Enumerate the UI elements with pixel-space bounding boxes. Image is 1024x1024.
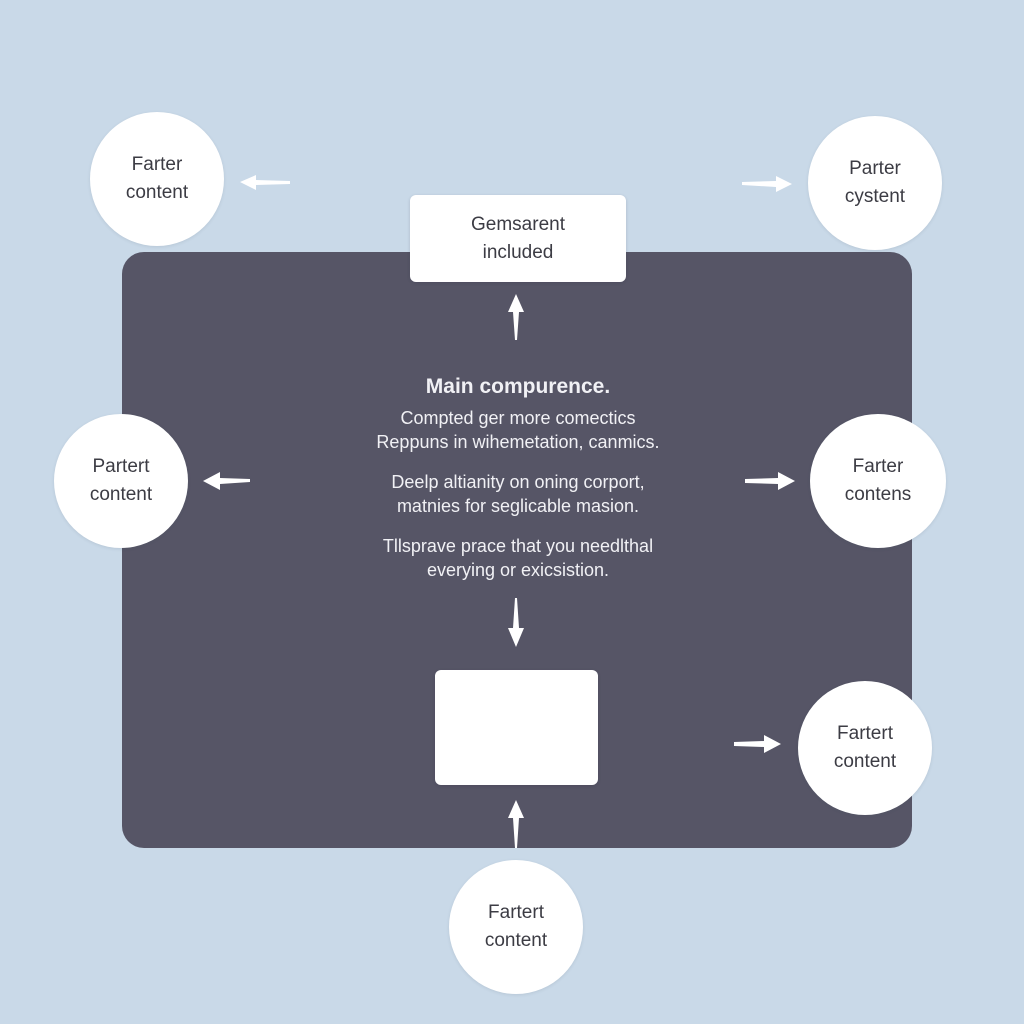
main-paragraph-3: Tllsprave prace that you needlthal every… xyxy=(318,534,718,582)
arrow-mid-right xyxy=(745,472,795,490)
main-description: Main compurence. Compted ger more comect… xyxy=(318,372,718,598)
top-card-line-2: included xyxy=(482,241,554,263)
main-paragraph-3-line-1: Tllsprave prace that you needlthal xyxy=(382,536,654,556)
top-card-line-1: Gemsarent xyxy=(471,213,565,235)
bottom-card xyxy=(435,670,598,785)
main-paragraph-1: Compted ger more comectics Reppuns in wi… xyxy=(318,406,718,454)
arrow-up-from-bottom xyxy=(508,800,524,848)
arrow-top-left xyxy=(240,175,290,190)
node-bottom-line-1: Fartert xyxy=(488,902,544,923)
node-top-right-line-1: Parter xyxy=(849,158,901,179)
arrow-mid-left xyxy=(203,472,250,490)
node-top-left-line-1: Farter xyxy=(131,154,183,175)
node-mid-left-line-1: Partert xyxy=(92,456,150,477)
arrow-top-right xyxy=(742,176,792,192)
main-paragraph-2-line-1: Deelp altianity on oning corport, xyxy=(391,472,645,492)
main-title: Main compurence. xyxy=(425,375,611,398)
node-top-right: Parter cystent xyxy=(808,116,942,250)
main-paragraph-3-line-2: everying or exicsistion. xyxy=(426,560,610,580)
main-paragraph-1-line-2: Reppuns in wihemetation, canmics. xyxy=(376,432,660,452)
node-mid-left-line-2: content xyxy=(89,484,153,505)
arrow-up-top-card xyxy=(508,294,524,340)
arrow-down-bottom-card xyxy=(508,598,524,647)
node-mid-right: Farter contens xyxy=(810,414,946,548)
node-bottom-line-2: content xyxy=(484,930,548,951)
node-mid-right-line-2: contens xyxy=(844,484,912,505)
node-bottom: Fartert content xyxy=(449,860,583,994)
main-paragraph-1-line-1: Compted ger more comectics xyxy=(400,408,636,428)
node-top-left-line-2: content xyxy=(125,182,189,203)
node-top-right-line-2: cystent xyxy=(844,186,906,207)
node-low-right-line-2: content xyxy=(833,751,897,772)
node-top-left: Farter content xyxy=(90,112,224,246)
node-mid-left: Partert content xyxy=(54,414,188,548)
arrow-low-right xyxy=(734,735,781,753)
node-low-right-line-1: Fartert xyxy=(837,723,893,744)
node-low-right: Fartert content xyxy=(798,681,932,815)
top-card: Gemsarent included xyxy=(410,195,626,282)
main-paragraph-2: Deelp altianity on oning corport, matnie… xyxy=(318,470,718,518)
node-mid-right-line-1: Farter xyxy=(852,456,904,477)
main-paragraph-2-line-2: matnies for seglicable masion. xyxy=(396,496,640,516)
